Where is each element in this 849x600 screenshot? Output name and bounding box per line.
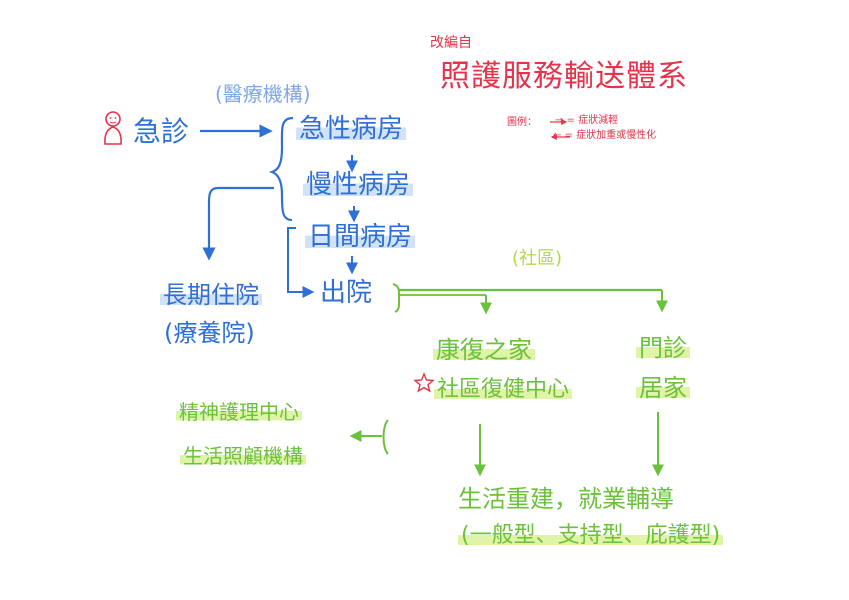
node-discharge: 出院 — [320, 278, 373, 308]
discharge-brace — [392, 283, 401, 313]
node-employment-types: (一般型、支持型、庇護型) — [458, 525, 724, 547]
node-care-institution: 生活照顧機構 — [180, 446, 306, 466]
node-nursing-home: (療養院) — [164, 319, 255, 347]
bracket-discharge — [287, 227, 315, 298]
star-icon — [413, 372, 435, 393]
node-community-rehab-center: 社區復健中心 — [434, 379, 573, 401]
person-icon — [104, 111, 122, 145]
node-outpatient: 門診 — [636, 336, 690, 360]
arrow-to-longterm — [202, 186, 274, 261]
legend-item-symptom-worse: ← = 症狀加重或慢性化 — [553, 130, 657, 141]
node-rehab-home: 康復之家 — [433, 338, 535, 362]
node-acute-ward: 急性病房 — [296, 116, 407, 142]
legend-item-symptom-relief: → = 症狀減輕 — [555, 115, 619, 126]
node-chronic-ward: 慢性病房 — [303, 172, 414, 198]
group-community-label: (社區) — [512, 248, 563, 269]
node-home: 居家 — [636, 376, 690, 400]
group-medical-label: (醫療機構) — [215, 82, 311, 106]
node-day-ward: 日間病房 — [305, 224, 416, 250]
page-title: 照護服務輸送體系 — [440, 59, 688, 94]
author-note: 改編自 — [430, 35, 472, 51]
node-psych-nursing-center: 精神護理中心 — [176, 402, 302, 422]
node-long-term-hospital: 長期住院 — [160, 283, 262, 307]
node-emergency: 急診 — [133, 115, 190, 148]
node-life-rebuild: 生活重建，就業輔導 — [458, 485, 674, 513]
institutions-bracket — [382, 419, 389, 455]
legend-label: 圖例： — [507, 117, 537, 128]
medical-brace — [268, 116, 294, 222]
